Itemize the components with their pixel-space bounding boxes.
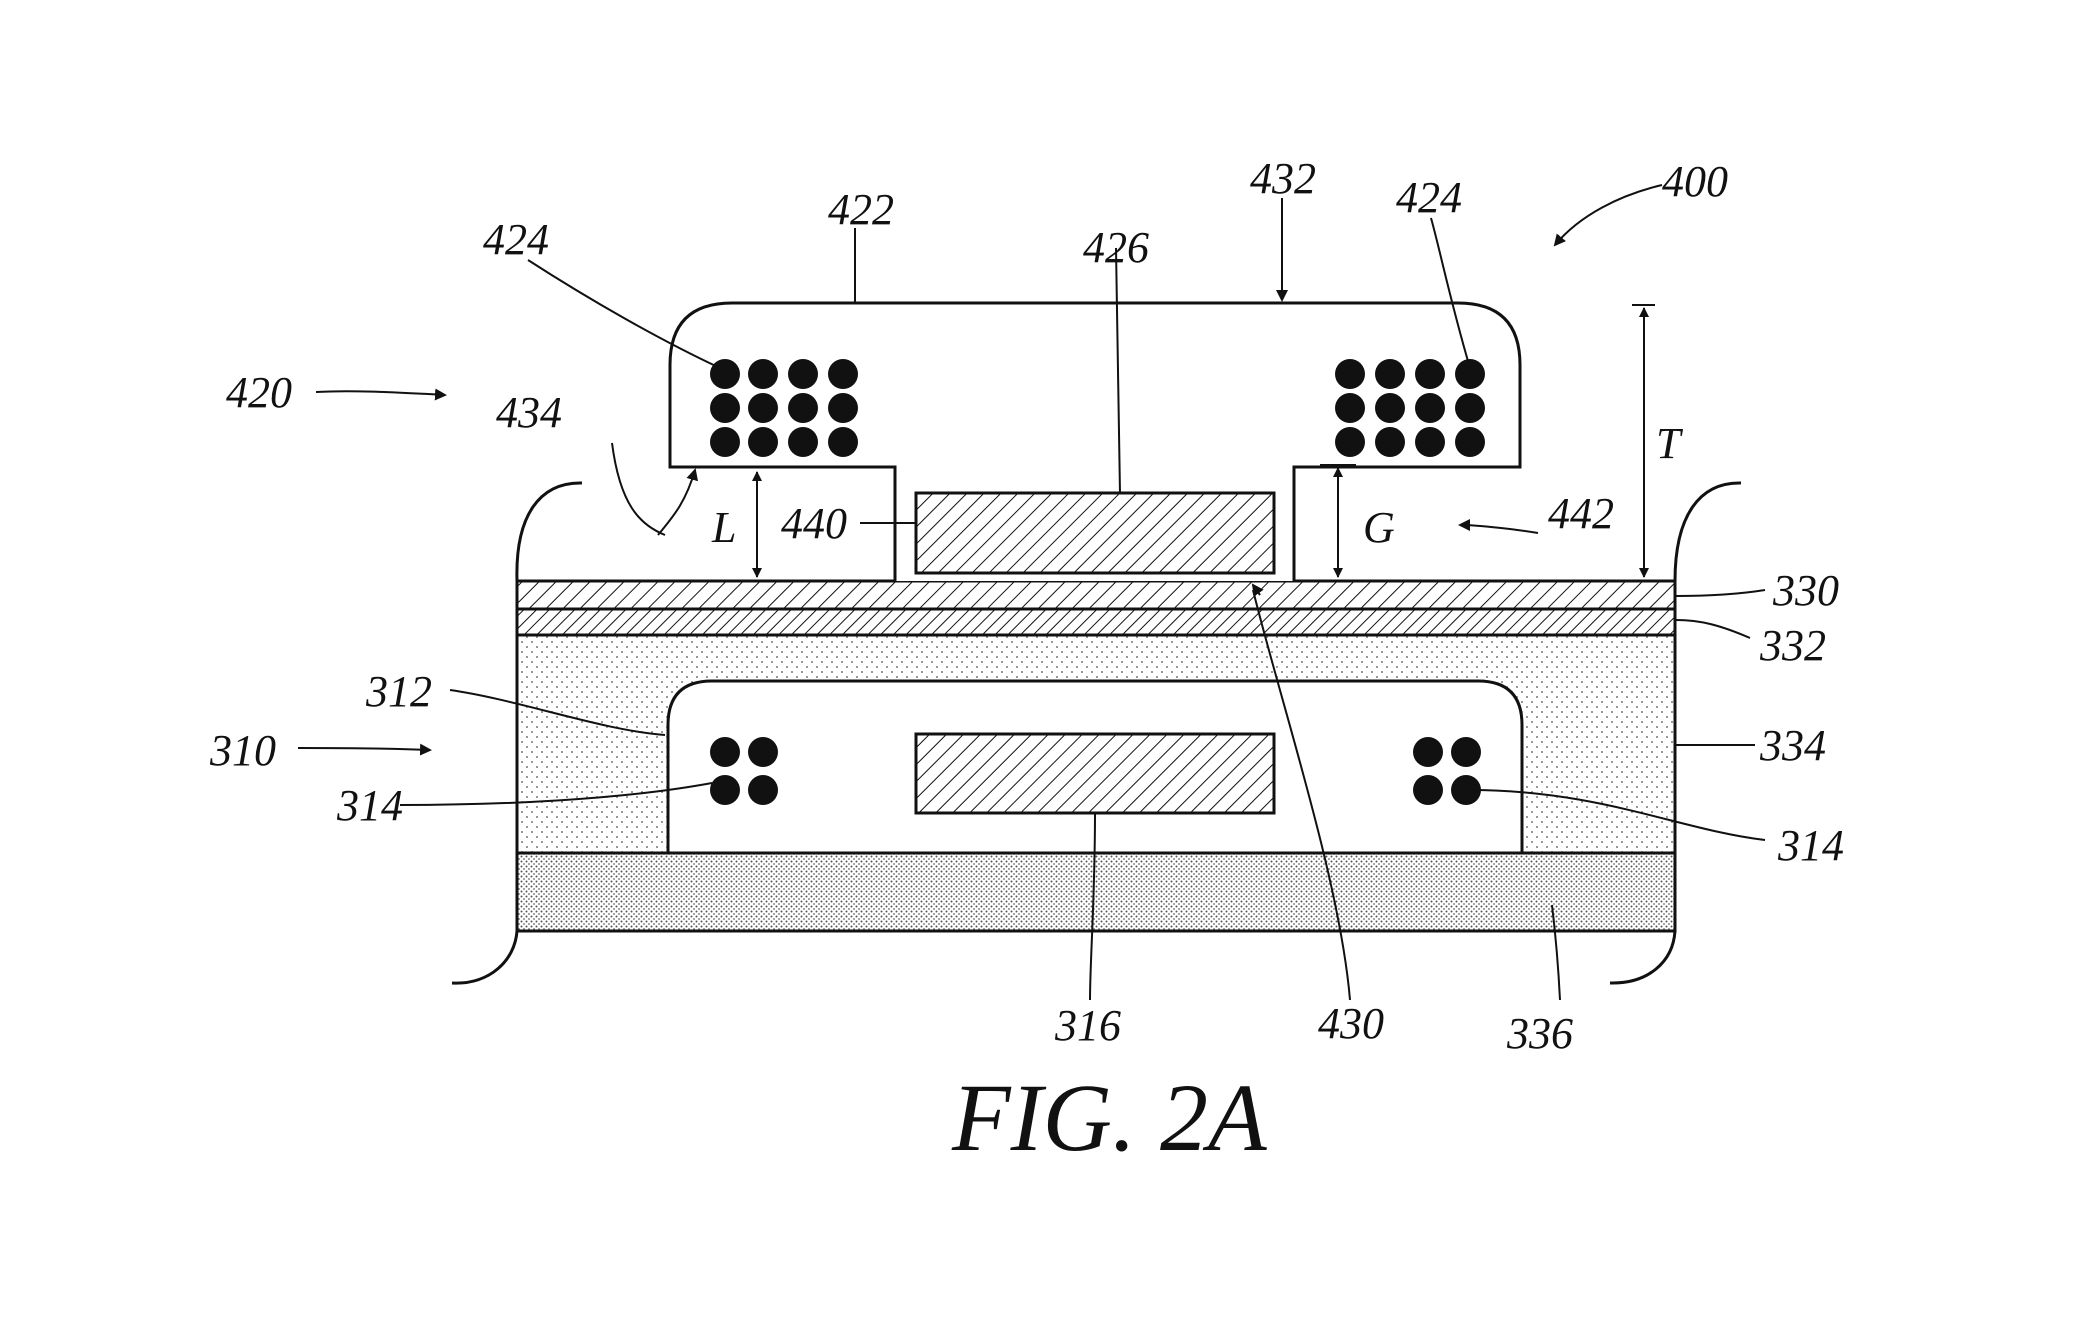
- label-424-right: 424: [1396, 173, 1462, 222]
- coil-314-right: [1413, 737, 1481, 805]
- core-316: [914, 732, 1276, 815]
- upper-device-420: [668, 301, 1522, 581]
- label-314-right: 314: [1777, 821, 1844, 870]
- layer-336: [515, 851, 1677, 933]
- label-314-left: 314: [336, 781, 403, 830]
- lower-device-310: [451, 481, 1742, 985]
- label-L: L: [711, 503, 736, 552]
- core-426: [914, 491, 1276, 575]
- label-422: 422: [828, 185, 894, 234]
- break-curve-bottom-right: [1609, 930, 1677, 985]
- label-332: 332: [1759, 621, 1826, 670]
- label-316: 316: [1054, 1001, 1121, 1050]
- label-336: 336: [1506, 1009, 1573, 1058]
- label-310: 310: [209, 726, 276, 775]
- label-442: 442: [1548, 489, 1614, 538]
- label-430: 430: [1318, 999, 1384, 1048]
- label-426: 426: [1083, 223, 1149, 272]
- leader-lines: [297, 184, 1766, 1001]
- label-432: 432: [1250, 154, 1316, 203]
- label-T: T: [1656, 419, 1684, 468]
- dimension-G: [1320, 464, 1356, 578]
- break-curve-top-left: [515, 481, 583, 582]
- label-400: 400: [1662, 157, 1728, 206]
- label-312: 312: [365, 667, 432, 716]
- label-420: 420: [226, 368, 292, 417]
- figure-caption: FIG. 2A: [951, 1064, 1267, 1171]
- label-G: G: [1363, 503, 1395, 552]
- layer-330: [515, 579, 1677, 611]
- coil-424-left: [710, 359, 858, 457]
- break-curve-bottom-left: [451, 930, 519, 985]
- coil-314-left: [710, 737, 778, 805]
- label-440: 440: [781, 499, 847, 548]
- label-330: 330: [1772, 566, 1839, 615]
- layer-332: [515, 607, 1677, 637]
- coil-424-right: [1335, 359, 1485, 457]
- dimension-T: [1632, 304, 1655, 578]
- label-424-left: 424: [483, 215, 549, 264]
- housing-422: [668, 301, 1522, 581]
- label-334: 334: [1759, 721, 1826, 770]
- break-curve-top-right: [1673, 481, 1742, 582]
- label-434: 434: [496, 388, 562, 437]
